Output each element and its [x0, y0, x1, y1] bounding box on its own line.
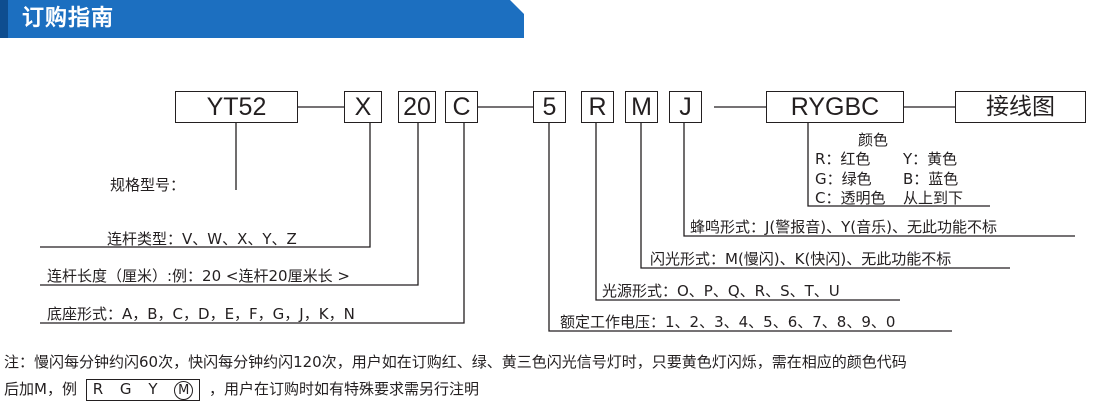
color-legend-item: 从上到下: [903, 189, 964, 207]
buzzer-leader: [683, 123, 1075, 237]
buzzer-code-box: J: [669, 91, 702, 123]
rod-length-label: 连杆长度（厘米）:例：20 <连杆20厘米长 >: [47, 267, 350, 285]
flash-label: 闪光形式：M(慢闪)、K(快闪)、无此功能不标: [650, 250, 952, 268]
model-code-box: YT52: [175, 91, 298, 123]
base-type-label: 底座形式：A，B，C，D，E，F，G，J，K，N: [47, 305, 355, 323]
color-legend-title: 颜色: [858, 131, 889, 149]
voltage-label: 额定工作电压：1、2、3、4、5、6、7、8、9、0: [560, 313, 896, 331]
footnote-suffix: ，用户在订购时如有特殊要求需另行注明: [209, 380, 480, 398]
page-title: 订购指南: [22, 6, 115, 31]
light-source-code-box: R: [581, 91, 614, 123]
section-header: [0, 0, 524, 38]
rod-type-code-box: X: [344, 91, 382, 123]
flash-leader: [640, 123, 1010, 269]
color-legend-item: Y：黄色: [903, 150, 958, 168]
light-source-leader: [595, 123, 900, 301]
voltage-code-box: 5: [533, 91, 566, 123]
base-type-code-box: C: [445, 91, 478, 123]
color-code-box: RYGBC: [766, 91, 904, 123]
color-legend-item: B：蓝色: [903, 170, 959, 188]
voltage-leader: [548, 123, 952, 332]
flash-code-box: M: [625, 91, 658, 123]
rod-type-label: 连杆类型：V、W、X、Y、Z: [107, 230, 297, 248]
footnote-prefix: 后加M，例: [4, 380, 77, 398]
wiring-diagram-box: 接线图: [955, 91, 1086, 123]
color-code-example: R G Y M: [85, 379, 201, 401]
color-leader: [807, 123, 990, 207]
base-type-leader: [40, 123, 465, 324]
buzzer-label: 蜂鸣形式：J(警报音)、Y(音乐)、无此功能不标: [690, 218, 997, 236]
rod-length-code-box: 20: [398, 91, 436, 123]
example-letters: R G Y: [92, 380, 164, 398]
rod-type-leader: [40, 123, 371, 248]
color-legend-row: G：绿色 B：蓝色: [815, 170, 958, 188]
color-legend-row: R：红色 Y：黄色: [815, 150, 957, 168]
color-legend-item: G：绿色: [815, 170, 872, 188]
footnote-line-1: 注：慢闪每分钟约闪60次，快闪每分钟约闪120次，用户如在订购红、绿、黄三色闪光…: [4, 353, 907, 371]
light-source-label: 光源形式：O、P、Q、R、S、T、U: [602, 282, 840, 300]
rod-length-leader: [40, 123, 419, 286]
circled-m-symbol: M: [174, 381, 194, 400]
color-legend-row: C：透明色从上到下: [815, 189, 963, 207]
color-legend-item: C：透明色: [815, 189, 886, 207]
color-legend-item: R：红色: [815, 150, 871, 168]
footnote-line-2: 后加M，例 R G Y M ，用户在订购时如有特殊要求需另行注明: [4, 378, 479, 401]
header-accent: [0, 0, 8, 38]
spec-label: 规格型号：: [110, 176, 186, 194]
